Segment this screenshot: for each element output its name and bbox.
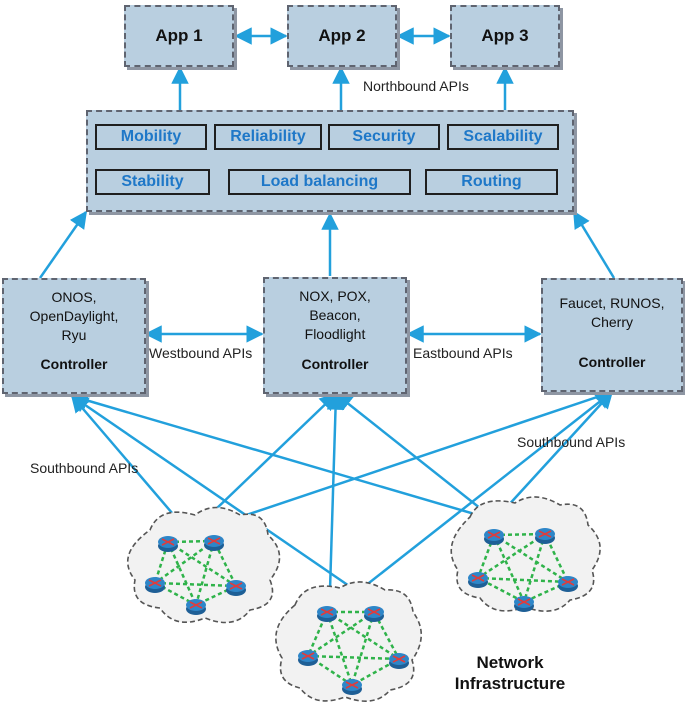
network-infrastructure-label: Network Infrastructure <box>440 652 580 694</box>
controller-1-name-2: OpenDaylight, <box>29 308 119 324</box>
controller-2-name-2: Beacon, <box>309 307 361 323</box>
service-security: Security <box>328 124 440 150</box>
southbound-apis-label-right: Southbound APIs <box>517 434 626 450</box>
app-1-box: App 1 <box>124 5 234 67</box>
ctrl3-to-services <box>572 210 616 279</box>
eastbound-apis-label: Eastbound APIs <box>413 345 513 361</box>
controller-2-title: Controller <box>301 356 369 372</box>
controller-3-name-1: Faucet, RUNOS, <box>559 295 665 311</box>
app-3-box: App 3 <box>450 5 560 67</box>
northbound-apis-label: Northbound APIs <box>363 78 469 94</box>
southbound-apis-label-left: Southbound APIs <box>30 460 139 476</box>
westbound-apis-label: Westbound APIs <box>149 345 253 361</box>
controller-1: ONOS, OpenDaylight, Ryu Controller <box>2 278 146 394</box>
controller-2-name-1: NOX, POX, <box>299 288 371 304</box>
controller-3-title: Controller <box>578 354 646 370</box>
controller-2: NOX, POX, Beacon, Floodlight Controller <box>263 277 407 394</box>
service-stability: Stability <box>95 169 210 195</box>
app-2-box: App 2 <box>287 5 397 67</box>
app-3-label: App 3 <box>481 26 529 45</box>
service-routing: Routing <box>425 169 558 195</box>
network-cloud-2 <box>275 581 423 702</box>
network-infrastructure-line-1: Network <box>476 653 544 672</box>
router-icons <box>145 528 578 695</box>
controller-1-name-1: ONOS, <box>51 289 97 305</box>
service-load-balancing: Load balancing <box>228 169 411 195</box>
service-mobility: Mobility <box>95 124 207 150</box>
ctrl1-to-services <box>38 210 88 279</box>
controller-1-name-3: Ryu <box>61 327 87 343</box>
network-infrastructure-line-2: Infrastructure <box>454 674 566 693</box>
service-reliability: Reliability <box>214 124 322 150</box>
app-1-label: App 1 <box>155 26 203 45</box>
controller-3-name-2: Cherry <box>590 314 633 330</box>
network-cloud-3 <box>450 496 601 612</box>
app-2-label: App 2 <box>318 26 366 45</box>
controller-1-title: Controller <box>40 356 108 372</box>
service-scalability: Scalability <box>447 124 559 150</box>
controller-2-name-3: Floodlight <box>304 326 366 342</box>
controller-3: Faucet, RUNOS, Cherry Controller <box>541 278 683 392</box>
